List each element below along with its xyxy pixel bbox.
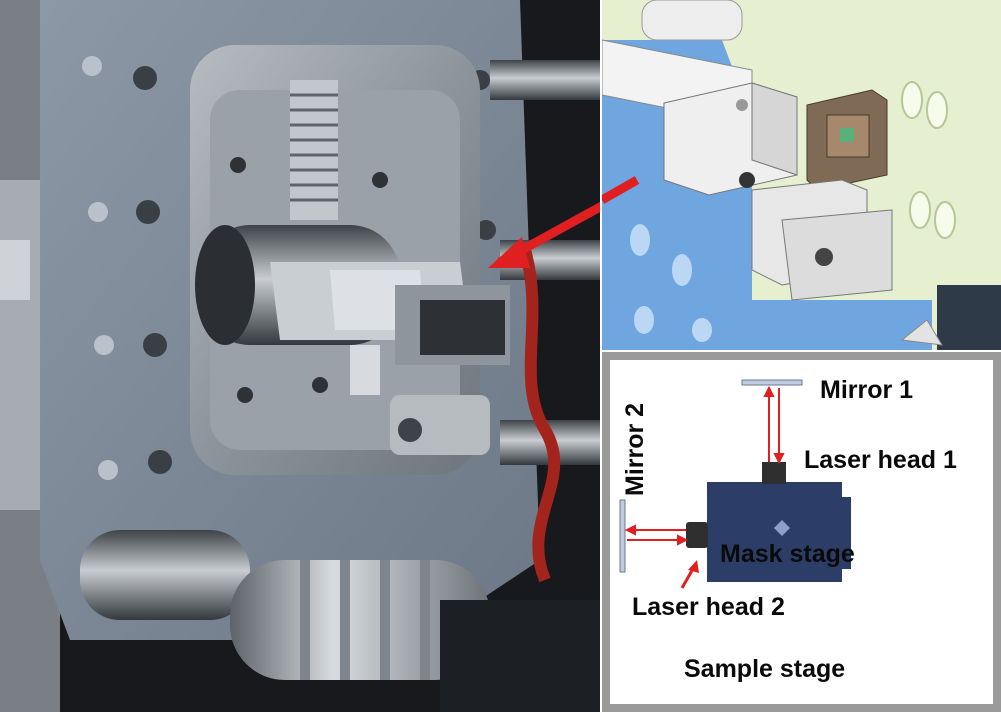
mask-stage-block (707, 482, 842, 582)
laser-head-1-shape (762, 462, 786, 484)
photo-illustration (0, 0, 600, 712)
sample-stage-label: Sample stage (684, 655, 846, 683)
mirror-1-shape (741, 379, 803, 386)
cad-panel (602, 0, 1001, 350)
schematic-panel: Mirror 1 Mirror 2 Laser head 1 Mask stag… (602, 352, 1001, 712)
photo-panel (0, 0, 600, 712)
cad-illustration (602, 0, 1001, 350)
schematic-drawing (602, 352, 1001, 712)
mirror-1-label: Mirror 1 (820, 376, 914, 404)
laser-head-1-label: Laser head 1 (804, 446, 957, 474)
laser-beam-1 (763, 385, 785, 465)
pointer-arrow (680, 560, 699, 589)
mirror-2-label: Mirror 2 (621, 402, 649, 496)
laser-beam-2 (624, 524, 689, 546)
laser-head-2-shape (686, 522, 708, 548)
mask-stage-label: Mask stage (720, 540, 855, 568)
laser-head-2-label: Laser head 2 (632, 593, 785, 621)
mirror-2-shape (619, 499, 626, 573)
